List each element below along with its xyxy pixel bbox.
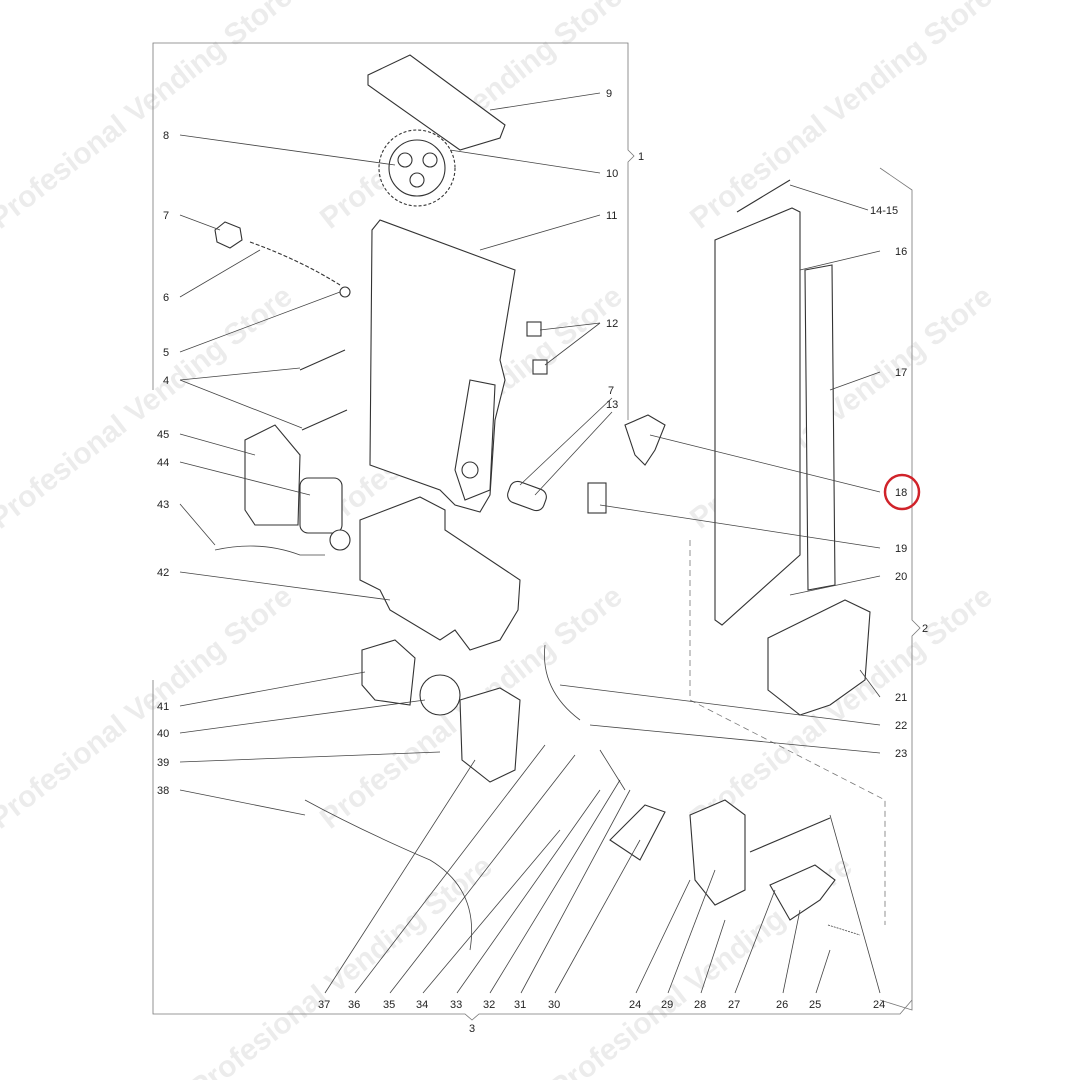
small-clip-part: [587, 482, 607, 514]
motor-bracket-part: [244, 424, 301, 526]
lid-part: [367, 54, 506, 151]
callout-19: 19: [895, 543, 907, 555]
callout-24b: 24: [873, 999, 885, 1011]
callout-4: 4: [163, 375, 169, 387]
watermark-text: Profesional Vending Store: [184, 850, 499, 1080]
coupling-part: [507, 480, 547, 512]
flap-part: [769, 864, 836, 921]
watermark-text: Profesional Vending Store: [0, 0, 299, 236]
holder-bracket-part: [689, 799, 746, 906]
parts: [214, 54, 871, 951]
group-label-3: 3: [469, 1023, 475, 1035]
callout-12: 12: [606, 318, 618, 330]
callout-20: 20: [895, 571, 907, 583]
callout-6: 6: [163, 292, 169, 304]
rod-part: [299, 349, 346, 371]
column-panel-part: [714, 207, 801, 626]
callout-43: 43: [157, 499, 169, 511]
callout-23: 23: [895, 748, 907, 760]
callout-34: 34: [416, 999, 428, 1011]
callout-38: 38: [157, 785, 169, 797]
ring-part: [339, 286, 351, 298]
callout-33: 33: [450, 999, 462, 1011]
group-2-outline: [689, 540, 886, 925]
pin-part: [736, 179, 791, 213]
callout-28: 28: [694, 999, 706, 1011]
callout-41: 41: [157, 701, 169, 713]
callout-26: 26: [776, 999, 788, 1011]
callout-labels: 8 7 6 5 4 45 44 43 42 41 40 39 38 9 10 1…: [157, 88, 928, 1035]
housing-part: [361, 639, 416, 706]
callout-18: 18: [895, 487, 907, 499]
group-2-bracket: [879, 167, 921, 1011]
highlight-circle: [883, 473, 921, 511]
nut-part: [214, 221, 243, 249]
callout-11: 11: [606, 210, 617, 222]
callout-10: 10: [606, 168, 618, 180]
callout-31: 31: [514, 999, 526, 1011]
callout-24: 24: [629, 999, 641, 1011]
control-box-part: [459, 687, 521, 783]
callout-39: 39: [157, 757, 169, 769]
hopper-part: [369, 219, 516, 513]
clip-part: [526, 321, 542, 337]
callout-16: 16: [895, 246, 907, 258]
callout-32: 32: [483, 999, 495, 1011]
rail-part: [804, 264, 836, 591]
callout-29: 29: [661, 999, 673, 1011]
mixer-base-part: [359, 496, 521, 651]
group-3-bracket: [152, 680, 913, 1021]
callout-8: 8: [163, 130, 169, 142]
callout-40: 40: [157, 728, 169, 740]
group-1-bracket: [152, 42, 635, 420]
cable-part: [214, 545, 325, 556]
tray-part: [767, 599, 871, 716]
callout-25: 25: [809, 999, 821, 1011]
callout-17: 17: [895, 367, 907, 379]
callout-5: 5: [163, 347, 169, 359]
watermark-text: Profesional Vending Store: [684, 0, 999, 236]
chute-part: [624, 414, 666, 466]
whipper-motor-part: [419, 674, 461, 716]
callout-30: 30: [548, 999, 560, 1011]
watermark-text: Profesional Vending Store: [0, 580, 299, 836]
spring-part: [249, 241, 341, 286]
callout-42: 42: [157, 567, 169, 579]
callout-27: 27: [728, 999, 740, 1011]
callout-7: 7: [163, 210, 169, 222]
spring-small-part: [827, 924, 861, 936]
motor-part: [299, 477, 343, 534]
callout-22: 22: [895, 720, 907, 732]
callout-36: 36: [348, 999, 360, 1011]
callout-13: 13: [606, 399, 618, 411]
callout-37: 37: [318, 999, 330, 1011]
nozzle-part: [599, 749, 626, 791]
callout-44: 44: [157, 457, 169, 469]
tube-part: [544, 644, 581, 721]
leader-lines: [179, 92, 881, 994]
callout-21: 21: [895, 692, 907, 704]
group-label-2: 2: [922, 623, 928, 635]
callout-45: 45: [157, 429, 169, 441]
callout-7b: 7: [608, 385, 614, 397]
callout-9: 9: [606, 88, 612, 100]
funnel-part: [609, 804, 666, 861]
harness-part: [304, 799, 473, 951]
rod-part: [301, 409, 348, 431]
clip-part: [532, 359, 548, 375]
callout-14-15: 14-15: [870, 205, 898, 217]
group-label-1: 1: [638, 151, 644, 163]
callout-35: 35: [383, 999, 395, 1011]
